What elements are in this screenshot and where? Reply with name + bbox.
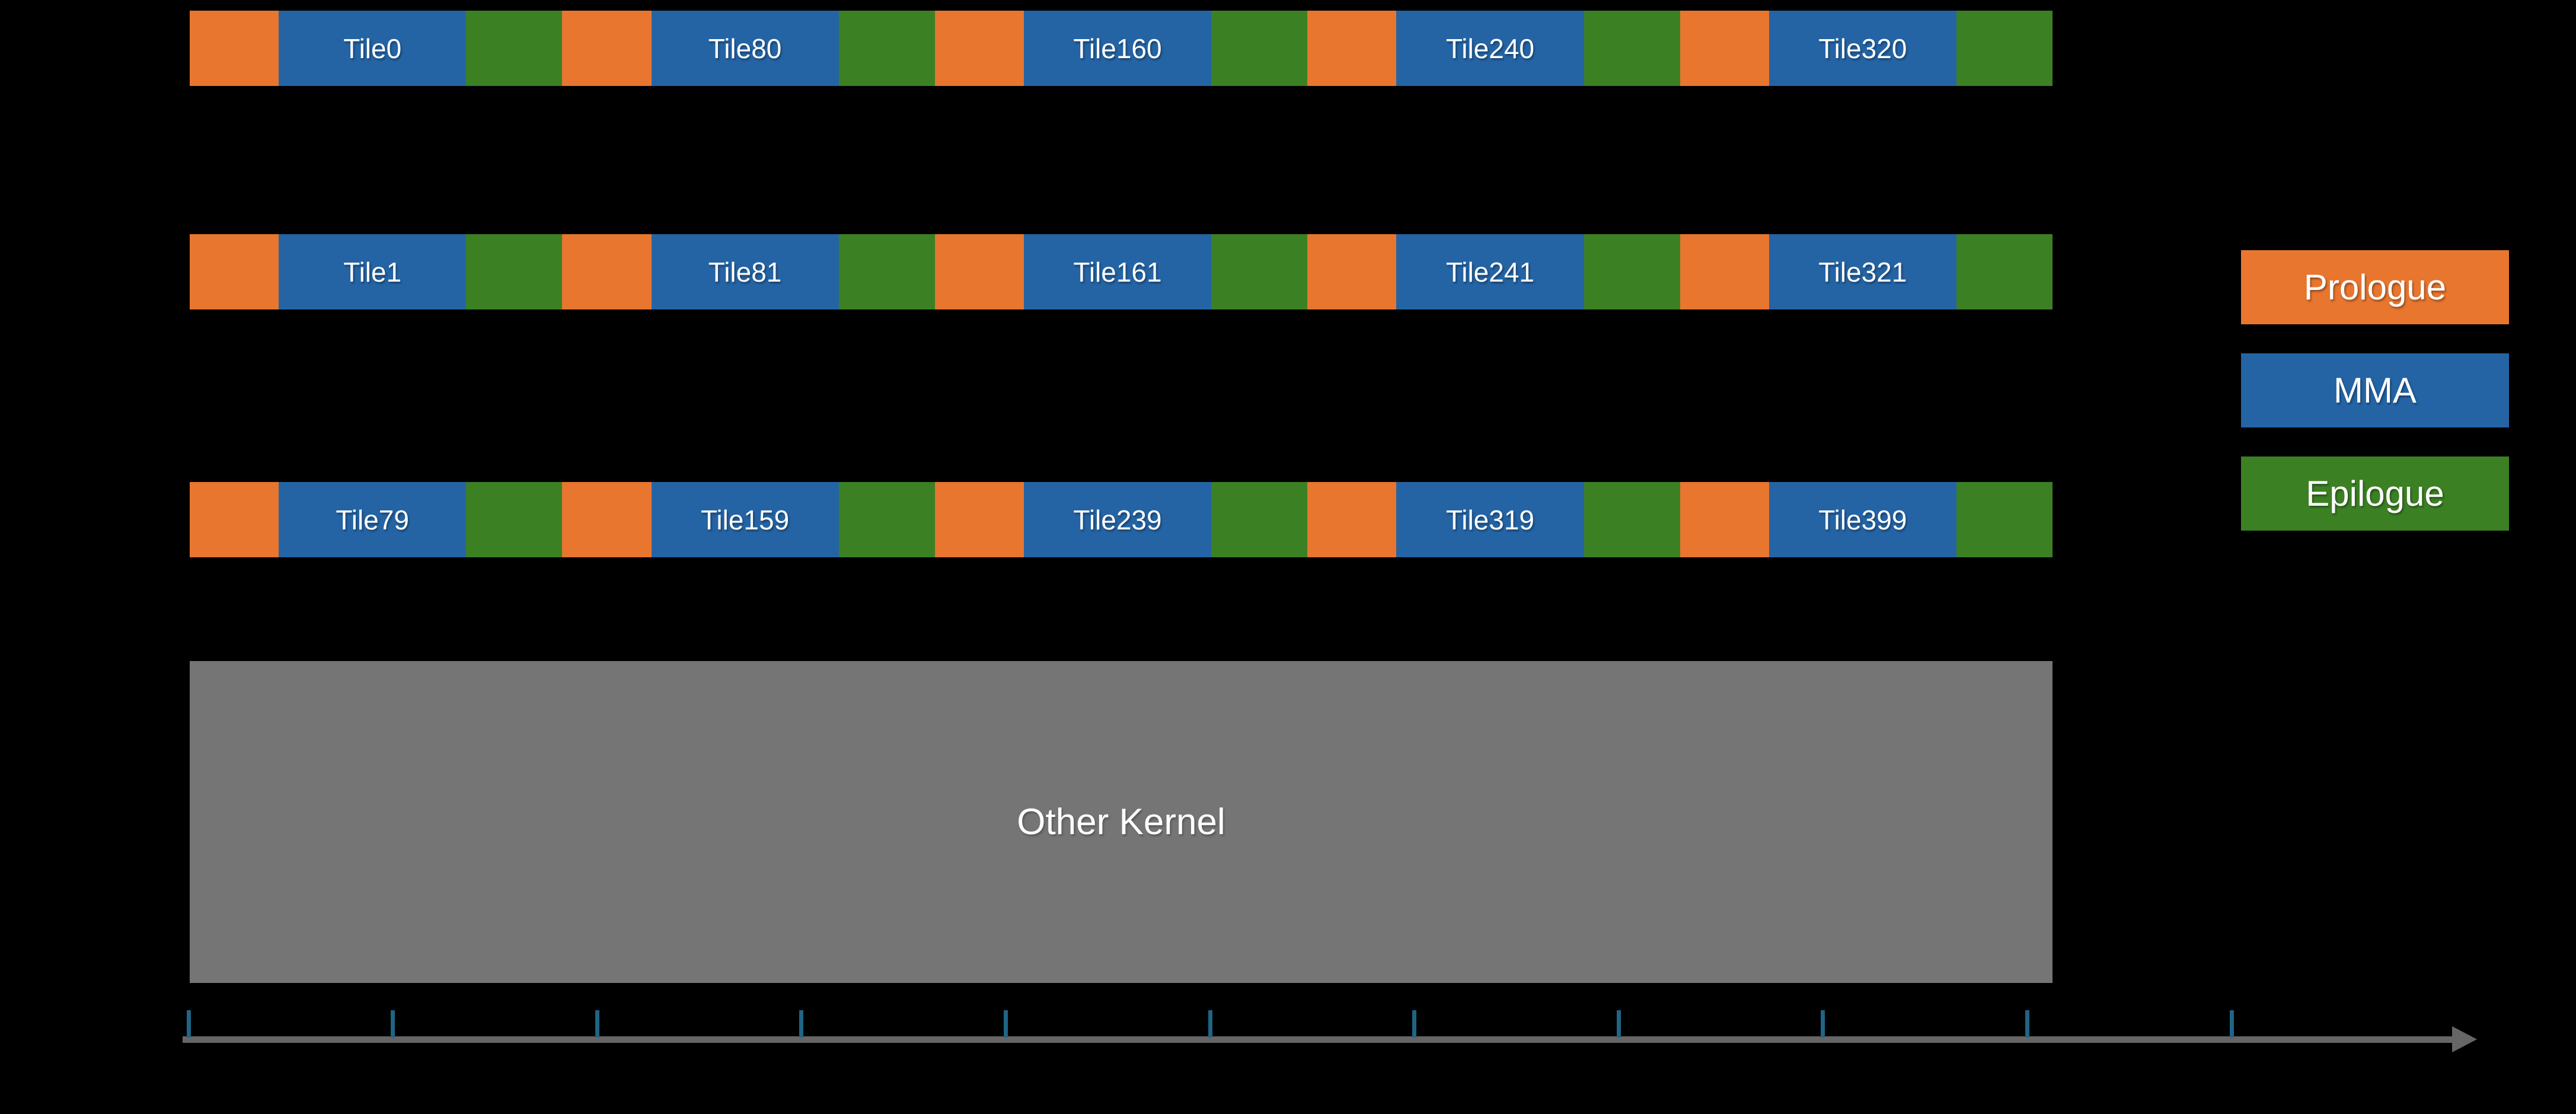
- mma-tile: Tile239: [1023, 482, 1212, 557]
- axis-tick: [1821, 1010, 1825, 1038]
- prologue-segment: [562, 11, 652, 86]
- axis-tick: [2025, 1010, 2029, 1038]
- axis-tick: [799, 1010, 804, 1038]
- prologue-segment: [934, 482, 1024, 557]
- prologue-segment: [190, 234, 279, 309]
- epilogue-segment: [1956, 234, 2053, 309]
- prologue-segment: [1307, 234, 1397, 309]
- axis-tick: [595, 1010, 599, 1038]
- other-kernel-label: Other Kernel: [1017, 802, 1225, 842]
- mma-tile: Tile319: [1396, 482, 1584, 557]
- axis-tick: [2229, 1010, 2234, 1038]
- mma-tile: Tile161: [1023, 234, 1212, 309]
- prologue-segment: [190, 482, 279, 557]
- epilogue-segment: [1584, 234, 1680, 309]
- epilogue-segment: [1211, 11, 1308, 86]
- mma-tile: Tile320: [1769, 11, 1956, 86]
- tile-row-1: Tile1 Tile81 Tile161 Tile241 Tile321: [190, 234, 2053, 309]
- epilogue-segment: [1211, 482, 1308, 557]
- epilogue-segment: [1584, 11, 1680, 86]
- mma-tile: Tile240: [1396, 11, 1584, 86]
- prologue-segment: [1680, 234, 1769, 309]
- epilogue-segment: [466, 234, 563, 309]
- axis-tick: [1412, 1010, 1417, 1038]
- axis-tick: [1208, 1010, 1212, 1038]
- legend-item-mma: MMA: [2241, 353, 2509, 427]
- axis-tick: [391, 1010, 395, 1038]
- axis-tick: [1003, 1010, 1008, 1038]
- epilogue-segment: [838, 11, 935, 86]
- mma-tile: Tile80: [651, 11, 839, 86]
- mma-tile: Tile79: [279, 482, 467, 557]
- epilogue-segment: [838, 234, 935, 309]
- mma-tile: Tile160: [1023, 11, 1212, 86]
- epilogue-segment: [466, 11, 563, 86]
- epilogue-segment: [1956, 11, 2053, 86]
- epilogue-segment: [466, 482, 563, 557]
- mma-tile: Tile241: [1396, 234, 1584, 309]
- legend-item-prologue: Prologue: [2241, 250, 2509, 324]
- legend-item-epilogue: Epilogue: [2241, 457, 2509, 531]
- prologue-segment: [562, 482, 652, 557]
- epilogue-segment: [838, 482, 935, 557]
- prologue-segment: [190, 11, 279, 86]
- axis-tick: [186, 1010, 191, 1038]
- tile-row-2: Tile79 Tile159 Tile239 Tile319 Tile399: [190, 482, 2053, 557]
- prologue-segment: [934, 234, 1024, 309]
- axis-line: [183, 1036, 2454, 1043]
- prologue-segment: [934, 11, 1024, 86]
- epilogue-segment: [1584, 482, 1680, 557]
- prologue-segment: [1680, 482, 1769, 557]
- prologue-segment: [1307, 11, 1397, 86]
- epilogue-segment: [1956, 482, 2053, 557]
- prologue-segment: [1680, 11, 1769, 86]
- epilogue-segment: [1211, 234, 1308, 309]
- tile-row-0: Tile0 Tile80 Tile160 Tile240 Tile320: [190, 11, 2053, 86]
- axis-tick: [1616, 1010, 1621, 1038]
- axis-arrow-head-icon: [2452, 1026, 2477, 1052]
- prologue-segment: [562, 234, 652, 309]
- other-kernel-block: Other Kernel: [190, 661, 2052, 983]
- mma-tile: Tile0: [279, 11, 467, 86]
- mma-tile: Tile159: [651, 482, 839, 557]
- mma-tile: Tile81: [651, 234, 839, 309]
- mma-tile: Tile321: [1769, 234, 1956, 309]
- mma-tile: Tile399: [1769, 482, 1956, 557]
- prologue-segment: [1307, 482, 1397, 557]
- mma-tile: Tile1: [279, 234, 467, 309]
